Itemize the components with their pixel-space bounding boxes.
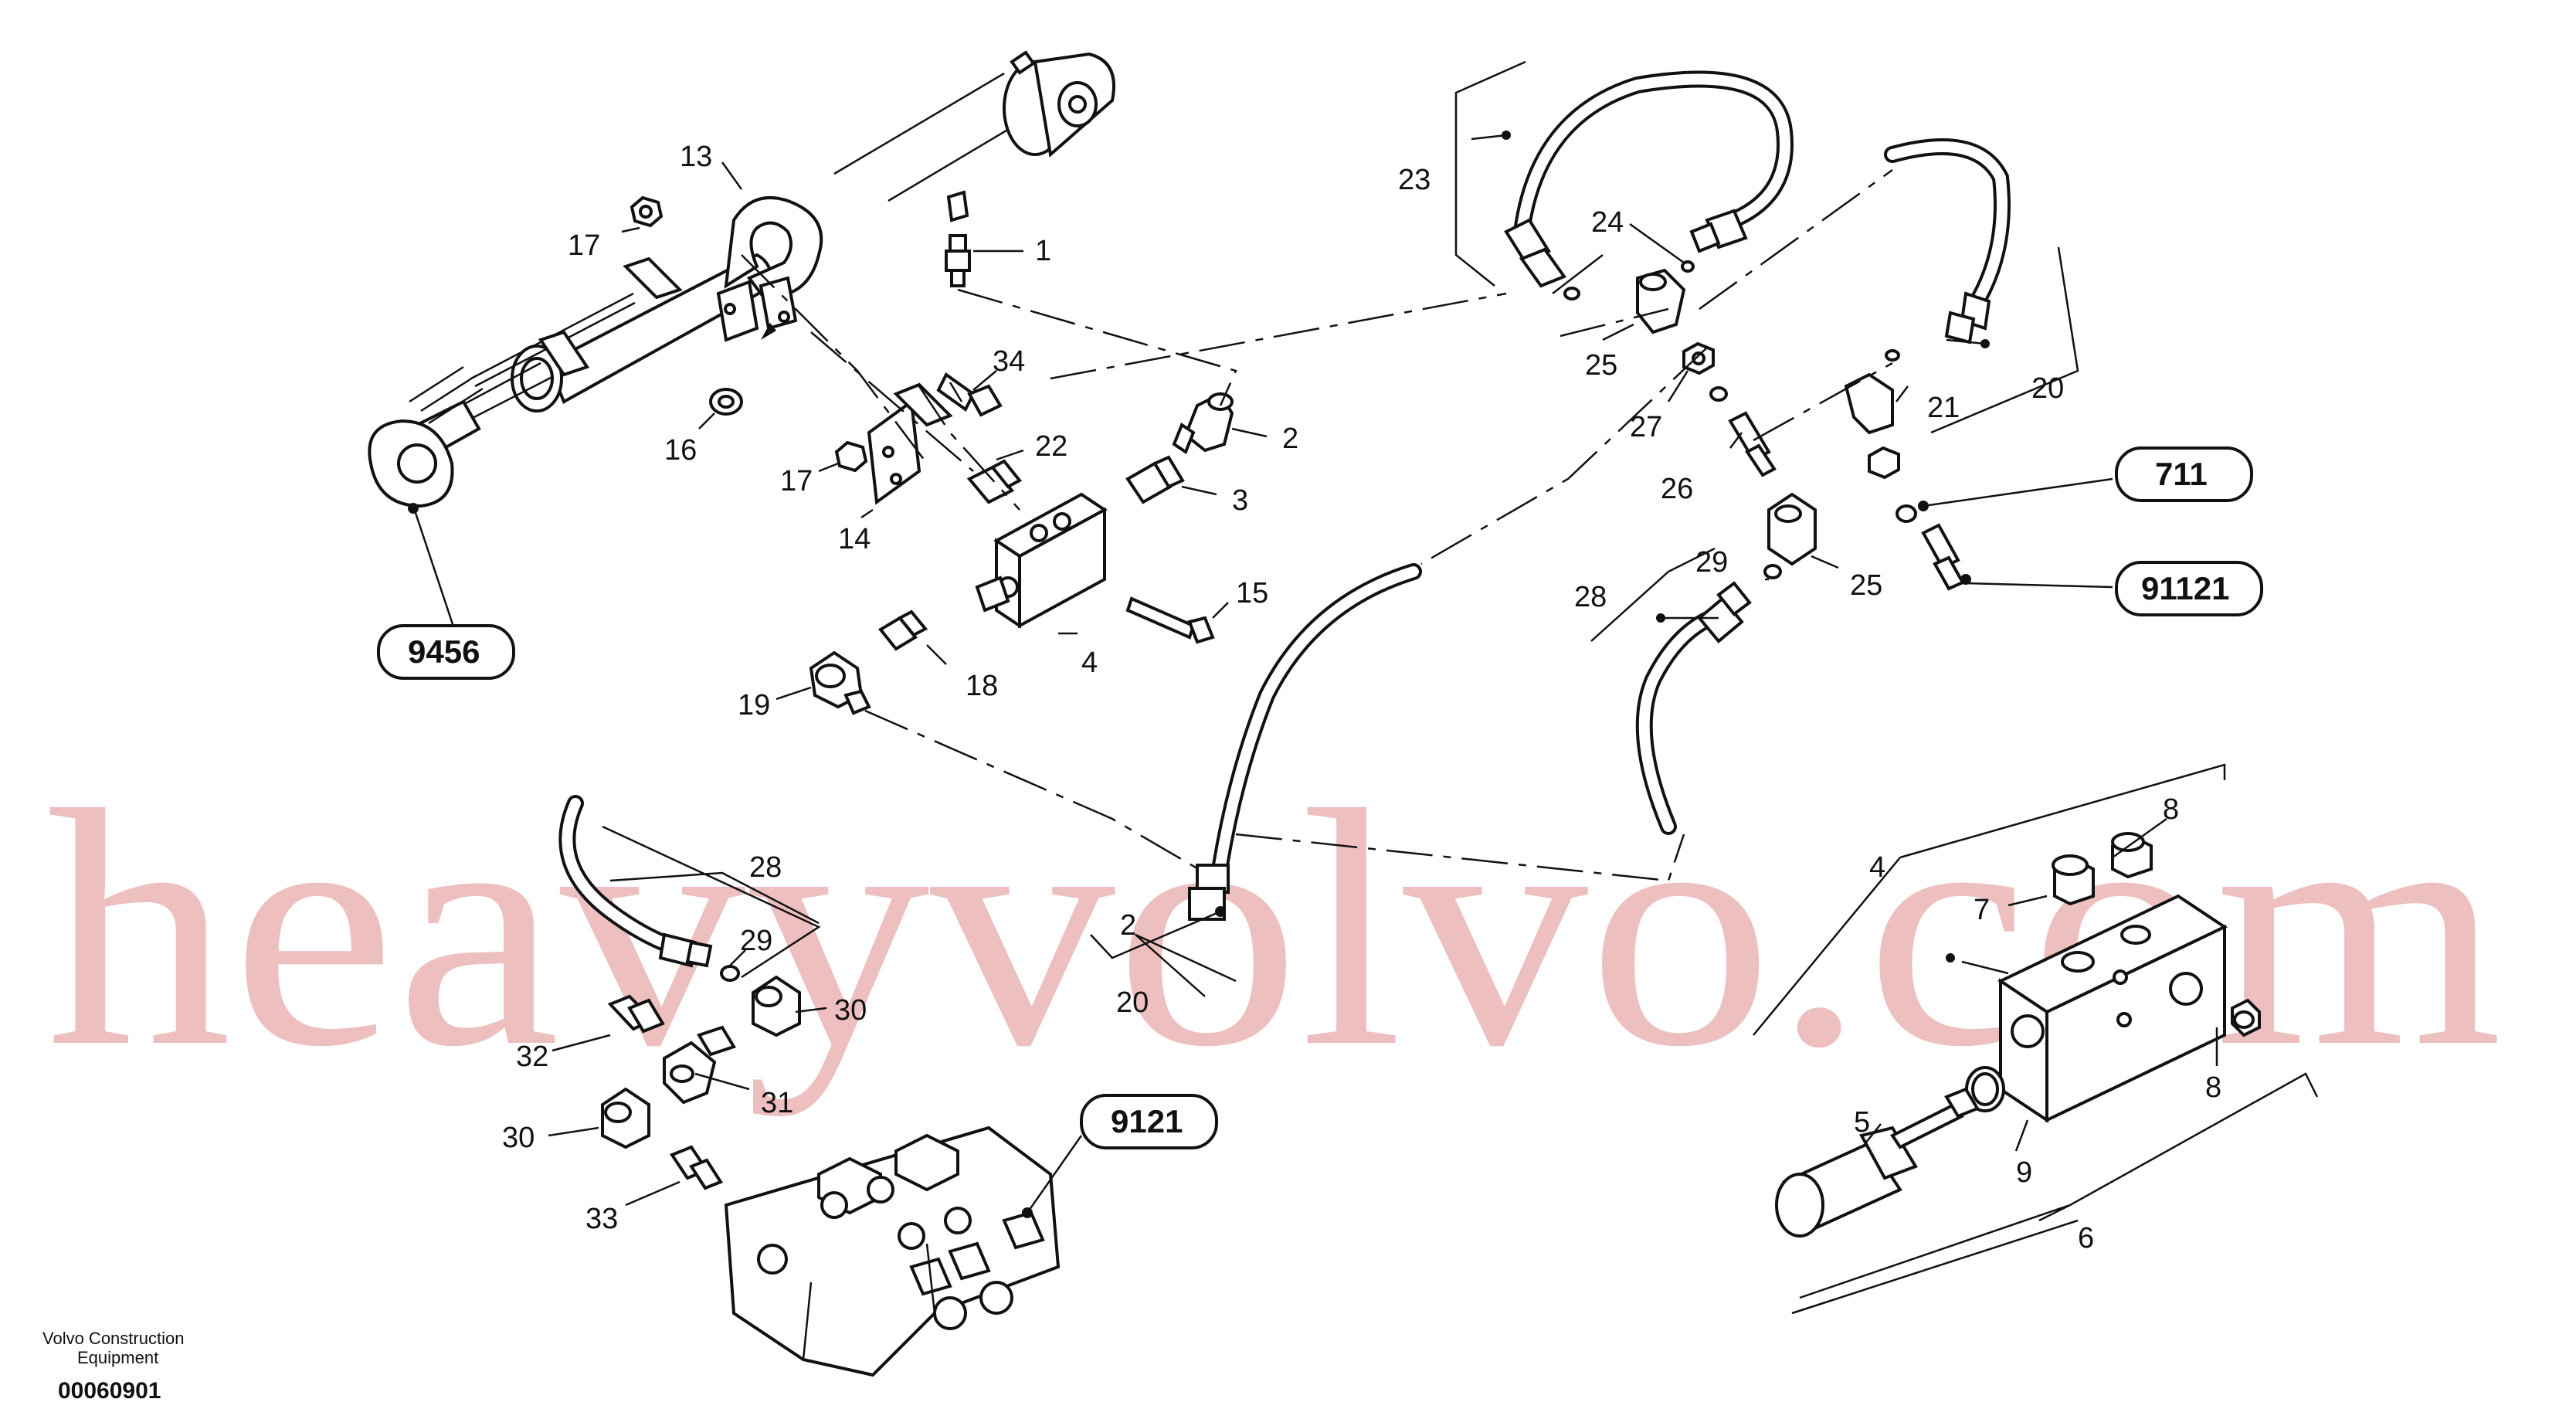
- callout-24: 24: [1591, 206, 1624, 239]
- callout-8: 8: [2205, 1071, 2221, 1104]
- callout-31: 31: [761, 1087, 793, 1119]
- nut-27: [1682, 341, 1715, 375]
- brand-line-2: Equipment: [77, 1348, 158, 1367]
- callout-18: 18: [966, 670, 998, 702]
- nut-17-lower: [834, 440, 868, 473]
- adapter-33: [669, 1145, 723, 1190]
- hydraulic-cylinder: [368, 50, 1115, 508]
- callout-15: 15: [1236, 577, 1268, 609]
- adapter-91121: [1921, 523, 1965, 591]
- reference-label: 9121: [1111, 1103, 1183, 1139]
- callout-26: 26: [1661, 473, 1693, 505]
- hose-20-upper: [1884, 138, 2011, 345]
- fitting-1: [945, 234, 971, 287]
- callout-25: 25: [1585, 349, 1617, 382]
- elbow-19: [809, 650, 871, 715]
- callout-32: 32: [516, 1041, 548, 1073]
- brand-line-1: Volvo Construction: [42, 1329, 184, 1348]
- reference-label: 711: [2155, 456, 2208, 492]
- adapter-32: [607, 994, 665, 1034]
- drawing-number: 00060901: [58, 1378, 161, 1404]
- callout-34: 34: [993, 345, 1025, 378]
- valve-block-4-lower: [1997, 894, 2228, 1123]
- callout-19: 19: [738, 689, 770, 721]
- hose-28-left: [558, 795, 713, 968]
- elbow-30-upper: [752, 975, 801, 1037]
- callout-30: 30: [502, 1122, 535, 1154]
- plug-8-upper: [2111, 832, 2153, 879]
- reference-badge-91121[interactable]: 91121: [2115, 561, 2263, 616]
- callout-33: 33: [585, 1203, 618, 1235]
- callout-20: 20: [1116, 986, 1149, 1019]
- callout-5: 5: [1854, 1106, 1870, 1139]
- reference-badge-9121[interactable]: 9121: [1080, 1094, 1218, 1149]
- adapter-26: [1709, 386, 1777, 477]
- callout-23: 23: [1398, 164, 1431, 196]
- callout-30: 30: [834, 994, 867, 1027]
- washer-16: [709, 388, 743, 416]
- reference-label: 91121: [2141, 570, 2229, 606]
- valve-block-4-upper: [975, 492, 1108, 629]
- fitting-25-upper: [1636, 268, 1686, 334]
- fitting-21: [1844, 349, 1900, 480]
- bolt-15: [1125, 596, 1215, 644]
- elbow-2-upper: [1172, 392, 1234, 455]
- callout-2: 2: [1120, 909, 1136, 942]
- fitting-711: [1896, 504, 1917, 523]
- dashed-connections: [741, 168, 1893, 882]
- callout-13: 13: [680, 141, 712, 173]
- callout-28: 28: [749, 851, 782, 884]
- leader-lines: [408, 60, 2319, 1315]
- callout-4: 4: [1081, 647, 1098, 679]
- callout-21: 21: [1927, 392, 1960, 424]
- callout-29: 29: [1695, 546, 1728, 579]
- coupler-5: [1775, 1087, 1980, 1238]
- callout-9: 9: [2016, 1156, 2032, 1189]
- callout-28: 28: [1574, 581, 1607, 613]
- bracket-14: [867, 382, 953, 505]
- elbow-30-lower: [601, 1087, 650, 1149]
- reference-badge-9456[interactable]: 9456: [377, 624, 515, 680]
- callout-25: 25: [1850, 569, 1882, 602]
- oring-29-left: [720, 965, 740, 982]
- callout-6: 6: [2078, 1222, 2094, 1255]
- callout-labels: 1 2 2 3 4 4 5 6 7 8 8 9 13 14 15 16 17 1…: [502, 141, 2221, 1255]
- plug-7: [2052, 854, 2095, 906]
- callout-2: 2: [1282, 423, 1298, 455]
- callout-1: 1: [1035, 235, 1051, 267]
- callout-17: 17: [568, 229, 600, 262]
- plug-8-lower: [2231, 998, 2261, 1037]
- tee-31: [663, 1025, 736, 1105]
- reference-badge-711[interactable]: 711: [2115, 446, 2253, 502]
- callout-3: 3: [1232, 484, 1248, 517]
- callout-27: 27: [1630, 411, 1662, 443]
- clamp-13: [716, 195, 823, 342]
- adapter-3: [1125, 455, 1185, 504]
- hose-28-right: [1635, 581, 1752, 835]
- callout-4: 4: [1869, 851, 1885, 884]
- nut-17-upper: [630, 195, 664, 228]
- callout-14: 14: [838, 523, 871, 555]
- callout-17: 17: [780, 465, 813, 497]
- bolt-34: [936, 372, 1003, 417]
- oring-9: [1965, 1066, 2005, 1112]
- reference-label: 9456: [408, 633, 480, 670]
- fitting-25-lower: [1767, 492, 1817, 566]
- callout-7: 7: [1974, 894, 1990, 926]
- control-valve-9121: [724, 1126, 1061, 1377]
- oring-24: [1563, 260, 1695, 300]
- oring-29-right: [1763, 564, 1782, 579]
- callout-16: 16: [664, 434, 697, 467]
- callout-22: 22: [1035, 430, 1067, 463]
- callout-8: 8: [2163, 793, 2179, 826]
- hose-23: [1504, 70, 1794, 288]
- adapter-18: [878, 609, 928, 651]
- callout-29: 29: [740, 925, 772, 957]
- callout-20: 20: [2031, 372, 2064, 405]
